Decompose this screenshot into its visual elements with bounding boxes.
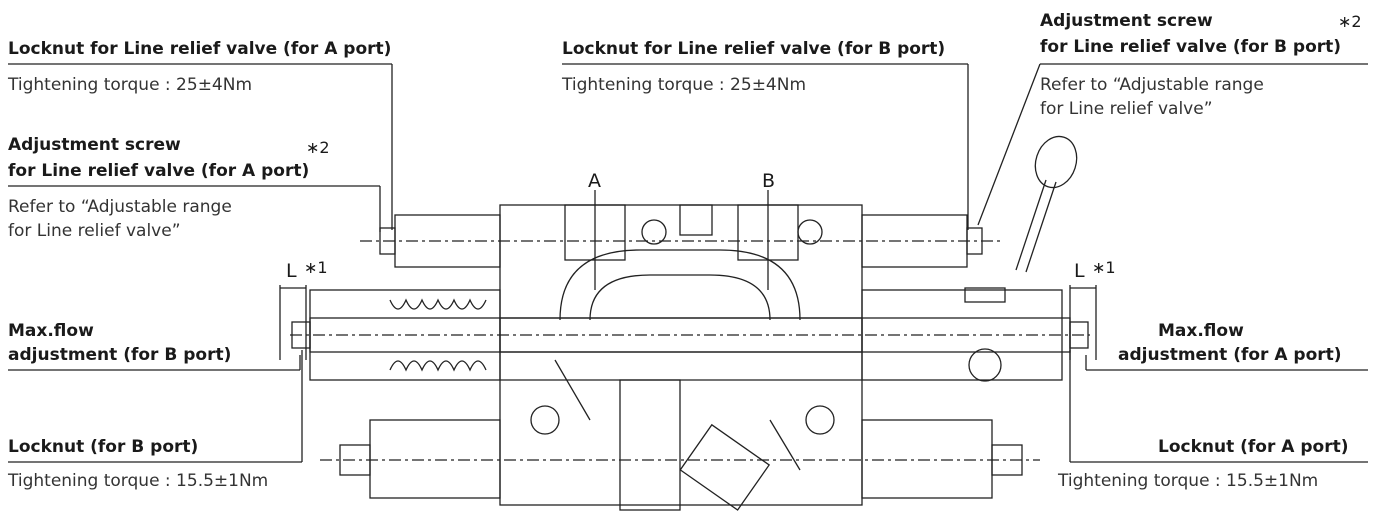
internal-passage xyxy=(559,249,801,321)
maxflow-b-line1: Max.flow xyxy=(8,321,94,341)
lever-housing xyxy=(861,289,1063,381)
diag-rod xyxy=(554,359,591,421)
locknut-b-port-torque: Tightening torque : 15.5±1Nm xyxy=(8,471,269,491)
adj-screw-b-line1: Adjustment screw xyxy=(1040,11,1213,31)
adj-screw-b-note1: Refer to “Adjustable range xyxy=(1040,75,1264,95)
maxflow-screw-a xyxy=(1069,321,1089,349)
locknut-b-title: Locknut for Line relief valve (for B por… xyxy=(562,39,946,59)
adj-screw-a-line2: for Line relief valve (for A port) xyxy=(8,161,310,181)
diag-rod xyxy=(769,419,801,471)
footnote-mark: ∗2 xyxy=(1338,12,1362,31)
bolt-hole xyxy=(805,405,835,435)
maxflow-a-line1: Max.flow xyxy=(1158,321,1244,341)
bolt-hole xyxy=(530,405,560,435)
footnote-mark: ∗1 xyxy=(304,258,328,277)
bolt-hole xyxy=(797,219,823,245)
lever-knob xyxy=(1034,135,1078,189)
port-b-label: B xyxy=(762,170,776,192)
maxflow-b-line2: adjustment (for B port) xyxy=(8,345,232,365)
maxflow-a-line2: adjustment (for A port) xyxy=(1118,345,1342,365)
lever-pivot xyxy=(968,348,1002,382)
locknut-a-port-torque: Tightening torque : 15.5±1Nm xyxy=(1058,471,1319,491)
adj-screw-a-line1: Adjustment screw xyxy=(8,135,181,155)
adj-screw-a-note1: Refer to “Adjustable range xyxy=(8,197,232,217)
adj-screw-b-note2: for Line relief valve” xyxy=(1040,99,1213,119)
solenoid-a xyxy=(861,419,993,499)
leader-line xyxy=(977,63,1041,226)
lever-cap xyxy=(964,287,1006,303)
footnote-mark: ∗1 xyxy=(1092,258,1116,277)
locknut-a-port: Locknut (for A port) xyxy=(1158,437,1349,457)
locknut-b-port: Locknut (for B port) xyxy=(8,437,199,457)
spring-housing xyxy=(309,289,501,381)
lever-shaft xyxy=(1015,179,1047,271)
footnote-mark: ∗2 xyxy=(306,138,330,157)
cartridge xyxy=(619,379,681,511)
adj-screw-a-note2: for Line relief valve” xyxy=(8,221,181,241)
locknut-a-title: Locknut for Line relief valve (for A por… xyxy=(8,39,392,59)
internal-passage xyxy=(589,274,771,321)
spring xyxy=(389,360,487,372)
dim-l-right: L xyxy=(1074,260,1085,282)
locknut-b-torque: Tightening torque : 25±4Nm xyxy=(562,75,807,95)
spring xyxy=(389,298,487,310)
connector xyxy=(679,423,771,511)
locknut-a-torque: Tightening torque : 25±4Nm xyxy=(8,75,253,95)
lever-shaft xyxy=(1025,181,1057,273)
bolt-hole xyxy=(641,219,667,245)
dim-l-left: L xyxy=(286,260,297,282)
port-a-label: A xyxy=(588,170,601,192)
adj-screw-b-line2: for Line relief valve (for B port) xyxy=(1040,37,1342,57)
solenoid-b xyxy=(369,419,501,499)
center-plug xyxy=(679,204,713,236)
